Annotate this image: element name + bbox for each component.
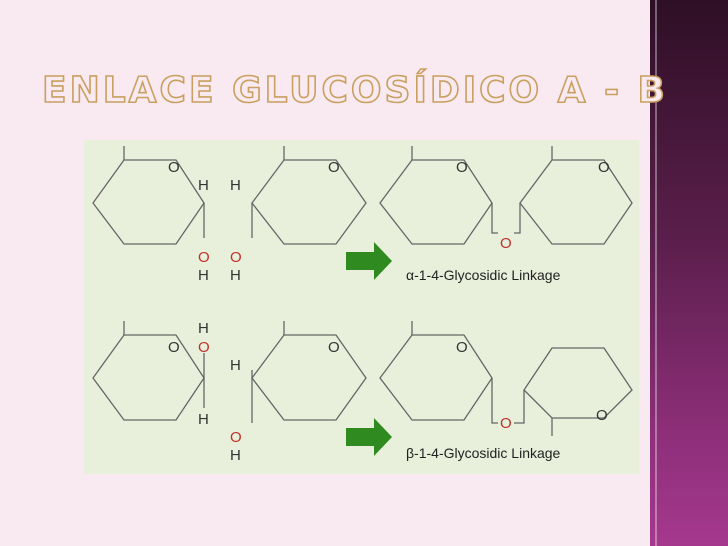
beta-right-ring	[251, 334, 367, 421]
beta-linkage-caption: β-1-4-Glycosidic Linkage	[406, 445, 561, 461]
beta-left-ring-oxygen: O	[168, 339, 180, 356]
alpha-right-ring-oxygen: O	[328, 159, 340, 176]
alpha-bridge-right-bond	[514, 203, 521, 234]
alpha-left-hydrogen-top: H	[198, 177, 209, 194]
side-decoration-band	[650, 0, 728, 546]
beta-hydroxyl-hydrogen-bottom: H	[230, 447, 241, 464]
alpha-reaction-arrow	[346, 242, 392, 280]
diagram-drawing: O O H H O O H H O O O α-1-4-Glycosidic L…	[92, 146, 633, 464]
alpha-left-hydroxyl-oxygen: O	[198, 249, 210, 266]
beta-product-right-ring	[523, 347, 633, 419]
alpha-product-right-ring-oxygen: O	[598, 159, 610, 176]
beta-right-ring-oxygen: O	[328, 339, 340, 356]
side-decoration-stripe	[655, 0, 657, 546]
beta-right-hydrogen-mid: H	[230, 357, 241, 374]
beta-reaction-arrow	[346, 418, 392, 456]
glycosidic-linkage-diagram: O O H H O O H H O O O α-1-4-Glycosidic L…	[84, 140, 639, 474]
beta-product-left-ring	[379, 334, 493, 421]
alpha-left-hydroxyl-hydrogen: H	[198, 267, 209, 284]
alpha-right-hydrogen-top: H	[230, 177, 241, 194]
slide-title: Enlace glucosídico α - β	[41, 69, 668, 112]
alpha-product-left-ring-oxygen: O	[456, 159, 468, 176]
beta-left-ring	[92, 334, 205, 421]
beta-bridge-left-bond	[491, 378, 498, 424]
alpha-bridge-oxygen: O	[500, 235, 512, 252]
alpha-linkage-caption: α-1-4-Glycosidic Linkage	[406, 267, 561, 283]
alpha-product-left-ring	[379, 159, 493, 245]
beta-product-right-ring-oxygen: O	[596, 407, 608, 424]
alpha-bridge-left-bond	[491, 203, 498, 234]
alpha-product-right-ring	[519, 159, 633, 245]
alpha-right-ring	[251, 159, 367, 245]
beta-hydroxyl-oxygen-top: O	[198, 339, 210, 356]
alpha-left-ring	[92, 159, 205, 245]
alpha-left-ring-oxygen: O	[168, 159, 180, 176]
beta-bridge-right-bond	[514, 390, 525, 424]
beta-hydroxyl-hydrogen-top: H	[198, 320, 209, 337]
beta-hydroxyl-oxygen-bottom: O	[230, 429, 242, 446]
beta-left-hydrogen-bottom: H	[198, 411, 209, 428]
beta-bridge-oxygen: O	[500, 415, 512, 432]
alpha-right-hydroxyl-oxygen: O	[230, 249, 242, 266]
beta-product-left-ring-oxygen: O	[456, 339, 468, 356]
alpha-right-hydroxyl-hydrogen: H	[230, 267, 241, 284]
